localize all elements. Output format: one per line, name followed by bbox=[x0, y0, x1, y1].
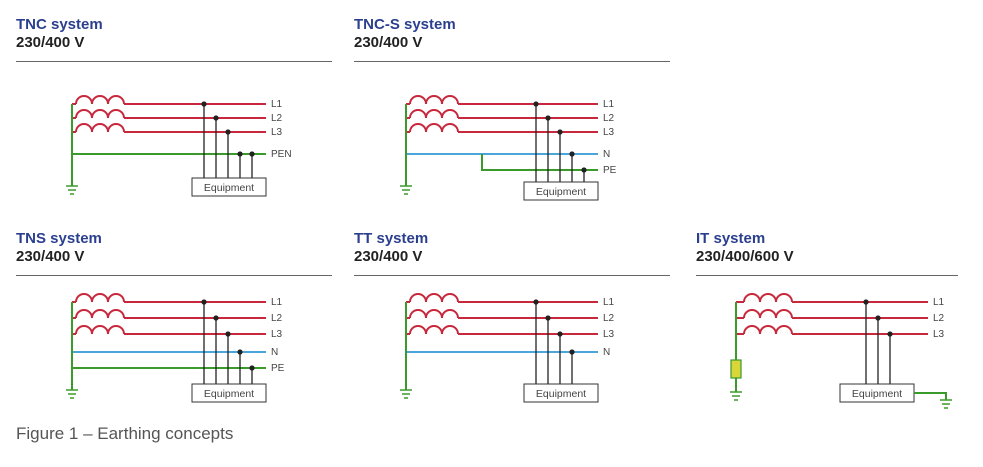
equipment-box bbox=[191, 383, 267, 403]
tnc-diagram: Equipment L1 L2 L3 PEN bbox=[66, 95, 292, 197]
line-label-l2: L2 bbox=[271, 313, 283, 324]
divider bbox=[354, 61, 670, 62]
line-label-l3: L3 bbox=[933, 329, 945, 340]
line-label-l2: L2 bbox=[603, 113, 615, 124]
line-label-l1: L1 bbox=[603, 99, 615, 110]
panel-tnc: TNC system 230/400 V bbox=[16, 16, 336, 216]
earth-symbol-icon bbox=[400, 185, 412, 195]
pen-conductor bbox=[71, 104, 266, 186]
panel-title: TT system bbox=[354, 230, 429, 247]
panel-title: IT system bbox=[696, 230, 766, 247]
line-label-l2: L2 bbox=[603, 313, 615, 324]
junction-dots bbox=[201, 101, 255, 157]
panel-title: TNC system bbox=[16, 16, 103, 33]
line-label-l2: L2 bbox=[933, 313, 945, 324]
pe-conductor bbox=[71, 302, 266, 390]
line-label-l3: L3 bbox=[271, 127, 283, 138]
panel-voltage: 230/400 V bbox=[354, 248, 423, 265]
transformer-coils bbox=[409, 95, 459, 133]
line-label-l3: L3 bbox=[603, 127, 615, 138]
divider bbox=[696, 275, 958, 276]
transformer-coils bbox=[409, 293, 459, 335]
panel-voltage: 230/400 V bbox=[16, 34, 85, 51]
panel-voltage: 230/400/600 V bbox=[696, 248, 794, 265]
tnc-s-diagram: Equipment L1 L2 L3 N PE bbox=[400, 95, 617, 201]
junction-dots bbox=[201, 299, 255, 371]
equipment-connections bbox=[203, 302, 253, 384]
phase-lines bbox=[72, 301, 266, 335]
line-label-pen: PEN bbox=[271, 149, 292, 160]
line-label-n: N bbox=[271, 347, 278, 358]
earth-symbol-icon bbox=[730, 391, 742, 401]
line-label-l1: L1 bbox=[271, 297, 283, 308]
equipment-label: Equipment bbox=[204, 182, 254, 194]
impedance-icon bbox=[730, 359, 742, 379]
phase-lines bbox=[72, 103, 266, 133]
line-label-l1: L1 bbox=[933, 297, 945, 308]
panel-tns: TNS system 230/400 V bbox=[16, 230, 336, 430]
line-label-l2: L2 bbox=[271, 113, 283, 124]
earth-symbol-icon bbox=[66, 389, 78, 399]
junction-dots bbox=[533, 101, 587, 173]
panel-voltage: 230/400 V bbox=[354, 34, 423, 51]
equipment-label: Equipment bbox=[204, 388, 254, 400]
earth-symbol-icon bbox=[66, 185, 78, 195]
divider bbox=[354, 275, 670, 276]
phase-lines bbox=[736, 301, 928, 335]
line-label-l1: L1 bbox=[271, 99, 283, 110]
divider bbox=[16, 61, 332, 62]
panel-tt: TT system 230/400 V bbox=[354, 230, 674, 430]
equipment-earth-symbol-icon bbox=[940, 399, 952, 409]
equipment-connections bbox=[865, 302, 891, 384]
tns-diagram: Equipment L1 L2 L3 N PE bbox=[66, 293, 285, 403]
line-label-pe: PE bbox=[603, 165, 617, 176]
transformer-coils bbox=[75, 293, 125, 335]
panel-tnc-s: TNC-S system 230/400 V bbox=[354, 16, 674, 216]
line-label-l1: L1 bbox=[603, 297, 615, 308]
panel-title: TNS system bbox=[16, 230, 102, 247]
line-label-n: N bbox=[603, 347, 610, 358]
equipment-connections bbox=[203, 104, 253, 178]
junction-dots bbox=[863, 299, 893, 337]
pe-conductor bbox=[405, 104, 598, 186]
transformer-coils bbox=[75, 95, 125, 133]
panel-title: TNC-S system bbox=[354, 16, 456, 33]
equipment-label: Equipment bbox=[536, 388, 586, 400]
line-label-n: N bbox=[603, 149, 610, 160]
equipment-connections bbox=[535, 104, 585, 182]
divider bbox=[16, 275, 332, 276]
line-label-pe: PE bbox=[271, 363, 285, 374]
line-label-l3: L3 bbox=[271, 329, 283, 340]
equipment-label: Equipment bbox=[852, 388, 902, 400]
line-label-l3: L3 bbox=[603, 329, 615, 340]
phase-lines bbox=[406, 103, 598, 133]
equipment-earth-wire bbox=[914, 392, 947, 400]
figure-caption: Figure 1 – Earthing concepts bbox=[16, 424, 234, 443]
equipment-connections bbox=[535, 302, 573, 384]
phase-lines bbox=[406, 301, 598, 335]
panel-voltage: 230/400 V bbox=[16, 248, 85, 265]
equipment-box bbox=[523, 383, 599, 403]
tt-diagram: Equipment L1 L2 L3 N bbox=[400, 293, 615, 403]
it-diagram: Equipment L1 L2 L3 bbox=[730, 293, 952, 409]
junction-dots bbox=[533, 299, 575, 355]
panel-it: IT system 230/400/600 V bbox=[696, 230, 976, 430]
equipment-box bbox=[191, 177, 267, 197]
transformer-coils bbox=[743, 293, 793, 335]
equipment-box bbox=[523, 181, 599, 201]
earth-symbol-icon bbox=[400, 389, 412, 399]
equipment-label: Equipment bbox=[536, 186, 586, 198]
